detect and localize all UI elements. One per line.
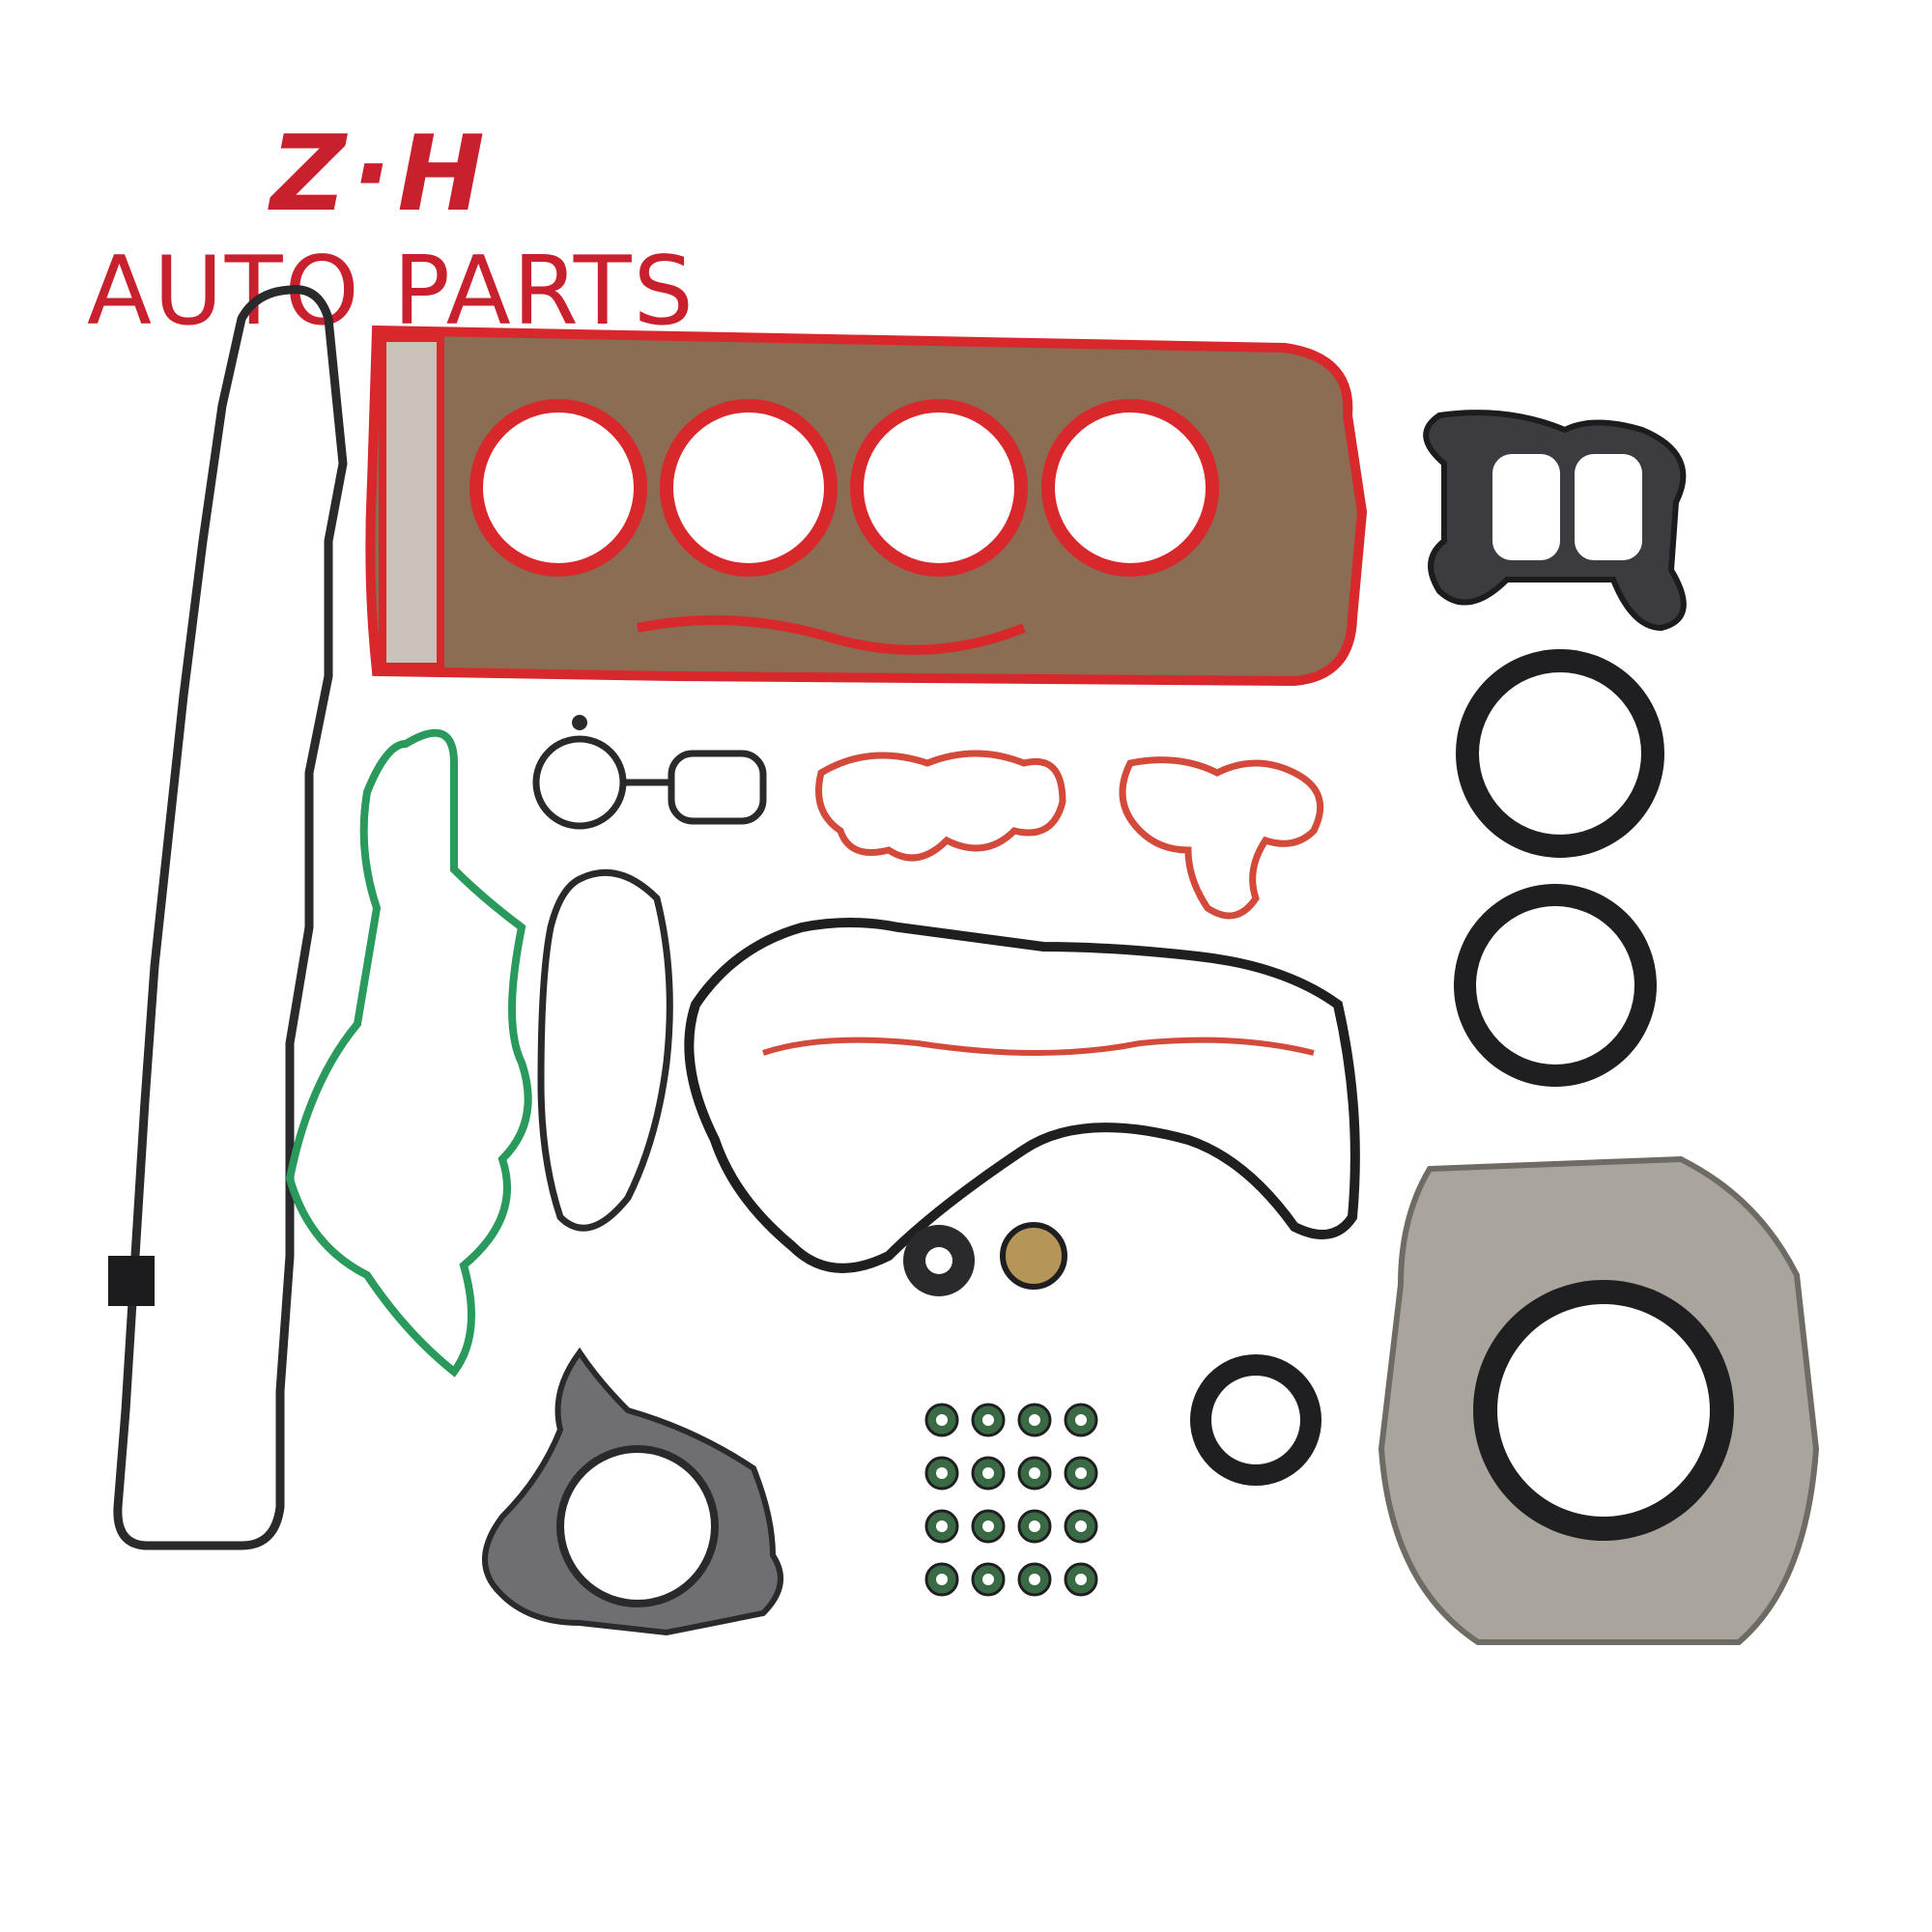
- valve-stem-seal-hole: [1075, 1414, 1087, 1426]
- valve-stem-seal-hole: [936, 1467, 948, 1479]
- camshaft-seal: [903, 1225, 975, 1296]
- cylinder-head-gasket: [365, 325, 1368, 687]
- thermostat-gasket: [532, 715, 767, 830]
- valve-stem-seal-hole: [1029, 1467, 1040, 1479]
- valve-stem-seal-hole: [1075, 1574, 1087, 1585]
- valve-stem-seal-hole: [1029, 1574, 1040, 1585]
- cup-plug: [1000, 1222, 1067, 1290]
- green-intake-gasket: [285, 728, 532, 1378]
- valve-cover-gasket: [108, 285, 348, 1550]
- valve-stem-seal-hole: [982, 1467, 994, 1479]
- exhaust-manifold-gasket: [1423, 410, 1687, 632]
- brand-logo-line1: Z·H: [270, 114, 491, 235]
- gasket-tab: [108, 1256, 155, 1306]
- valve-stem-seal-hole: [936, 1574, 948, 1585]
- rear-crankshaft-seal: [1454, 884, 1657, 1087]
- valve-stem-seal-hole: [982, 1520, 994, 1532]
- valve-stem-seal-hole: [936, 1520, 948, 1532]
- valve-stem-seal-hole: [1075, 1467, 1087, 1479]
- turbo-gasket: [482, 1347, 783, 1636]
- valve-stem-seals: [924, 1403, 1098, 1597]
- valve-stem-seal-hole: [936, 1414, 948, 1426]
- oil-filter-housing-gaskets: [815, 750, 1324, 920]
- valve-stem-seal-hole: [982, 1414, 994, 1426]
- valve-stem-seal-hole: [1029, 1414, 1040, 1426]
- rear-main-seal-housing: [1378, 1155, 1820, 1645]
- valve-stem-seal-hole: [1075, 1520, 1087, 1532]
- valve-stem-seal-hole: [1029, 1520, 1040, 1532]
- valve-stem-seal-hole: [982, 1574, 994, 1585]
- oil-pan-gasket: [537, 868, 673, 1232]
- small-crank-seal: [1190, 1354, 1321, 1486]
- timing-cover-gasket: [684, 918, 1360, 1273]
- front-crankshaft-seal: [1456, 649, 1664, 858]
